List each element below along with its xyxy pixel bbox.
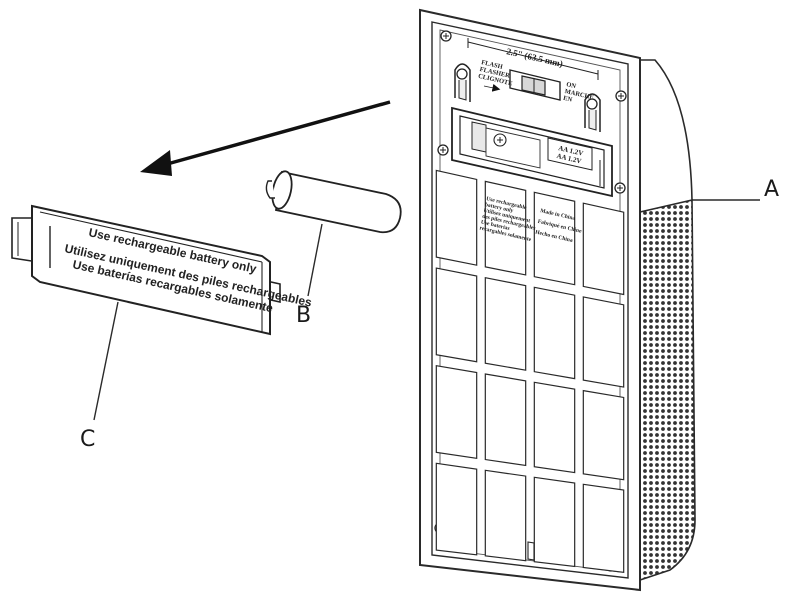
grid-cell: [435, 364, 478, 459]
screw-top-right: [615, 90, 627, 102]
grid-cell: [533, 476, 576, 568]
grid-cell: [484, 373, 527, 467]
housing-inner-frame: [431, 21, 629, 579]
keyhole-hanger-left: [454, 63, 471, 102]
switch-right-line1: ON: [566, 81, 577, 90]
leader-line-c: [93, 301, 119, 421]
label-a: A: [764, 177, 779, 202]
battery-compartment: AA 1.2V AA 1.2V: [451, 106, 613, 198]
grid-cell: [533, 286, 576, 380]
grid-cell: [435, 462, 478, 556]
grid-cell: [582, 483, 625, 573]
grid-cell: [582, 389, 625, 481]
battery-terminal: [265, 180, 275, 199]
keyhole-hanger-right: [584, 93, 601, 132]
label-c: C: [80, 427, 95, 452]
cover-plate: [31, 204, 271, 336]
bottom-latch: [527, 541, 535, 561]
grid-cell: [435, 169, 478, 266]
leader-line-b: [307, 223, 323, 297]
grid-cell: [484, 276, 527, 371]
screw-mid-right: [614, 182, 626, 194]
rear-grid-panel: [435, 169, 625, 573]
switch-left-line1: FLASH: [481, 59, 504, 71]
grid-cell: [582, 296, 625, 388]
grid-cell: [484, 469, 527, 562]
grid-cell: [435, 267, 478, 363]
grid-cell: [582, 202, 625, 296]
aa-battery: [265, 170, 402, 234]
speaker-grille: [639, 199, 696, 582]
battery-cover: Use rechargeable battery only Utilisez u…: [11, 204, 313, 336]
grid-cell: [533, 191, 576, 286]
label-b: B: [296, 303, 311, 328]
device-back-housing: 2.5" (63.5 mm) FLASH FLASHER CLIGNOTE: [419, 8, 696, 592]
grid-cell: [533, 381, 576, 474]
switch-right-line3: EN: [562, 95, 573, 104]
grid-cell: [484, 180, 527, 276]
removal-arrow: [140, 100, 391, 176]
screw-mid-left: [437, 144, 449, 156]
screw-top-left: [440, 30, 452, 42]
